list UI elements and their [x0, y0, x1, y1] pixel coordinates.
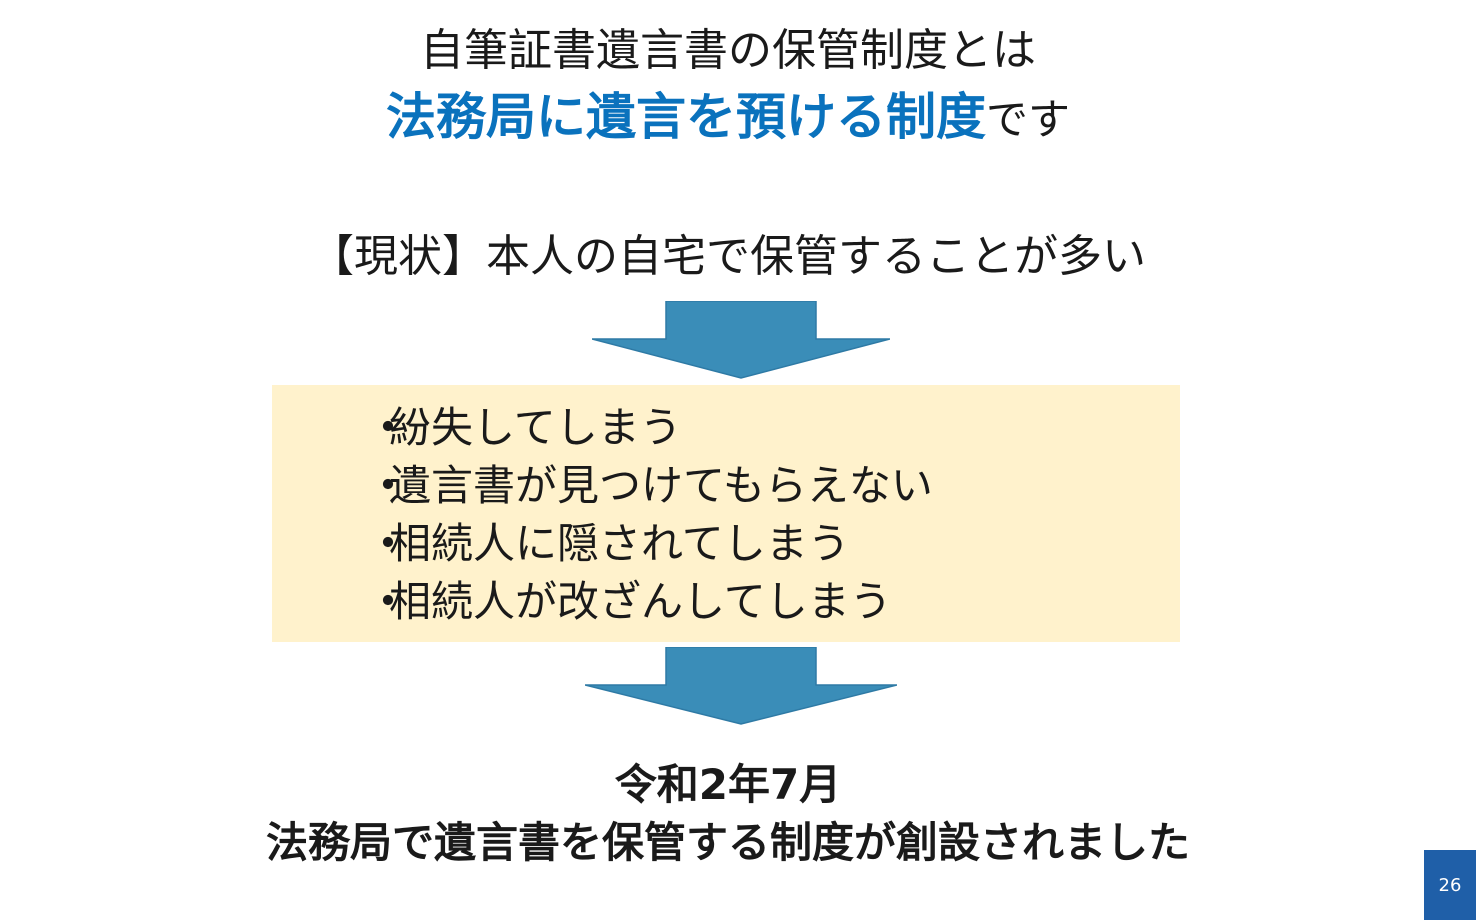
problem-text: 相続人が改ざんしてしまう — [389, 577, 892, 626]
problem-text: 遺言書が見つけてもらえない — [389, 461, 933, 510]
problems-list: ・紛失してしまう ・遺言書が見つけてもらえない ・相続人に隠されてしまう ・相続… — [272, 385, 1180, 631]
problem-text: 相続人に隠されてしまう — [389, 519, 850, 568]
problem-text: 紛失してしまう — [389, 403, 682, 452]
list-item: ・遺言書が見つけてもらえない — [367, 457, 1180, 515]
list-item: ・相続人に隠されてしまう — [367, 515, 1180, 573]
result-statement: 法務局で遺言書を保管する制度が創設されました — [265, 818, 1190, 867]
bullet: ・ — [367, 519, 410, 568]
bullet: ・ — [367, 403, 410, 452]
down-arrow-2-icon — [585, 647, 897, 725]
result-text: 令和2年7月 法務局で遺言書を保管する制度が創設されました — [0, 756, 1456, 872]
problems-box: ・紛失してしまう ・遺言書が見つけてもらえない ・相続人に隠されてしまう ・相続… — [272, 385, 1180, 642]
slide-title-line2: 法務局に遺言を預ける制度です — [0, 84, 1456, 162]
title-tail: です — [985, 95, 1070, 144]
title-highlight: 法務局に遺言を預ける制度 — [385, 88, 986, 146]
down-arrow-1-icon — [592, 301, 890, 379]
slide-title-line1: 自筆証書遺言書の保管制度とは — [420, 25, 1036, 76]
list-item: ・紛失してしまう — [367, 399, 1180, 457]
page-number-badge: 26 — [1424, 850, 1476, 920]
result-date: 令和2年7月 — [614, 760, 842, 809]
bullet: ・ — [367, 461, 410, 510]
bullet: ・ — [367, 577, 410, 626]
current-status: 【現状】本人の自宅で保管することが多い — [310, 231, 1146, 282]
list-item: ・相続人が改ざんしてしまう — [367, 573, 1180, 631]
